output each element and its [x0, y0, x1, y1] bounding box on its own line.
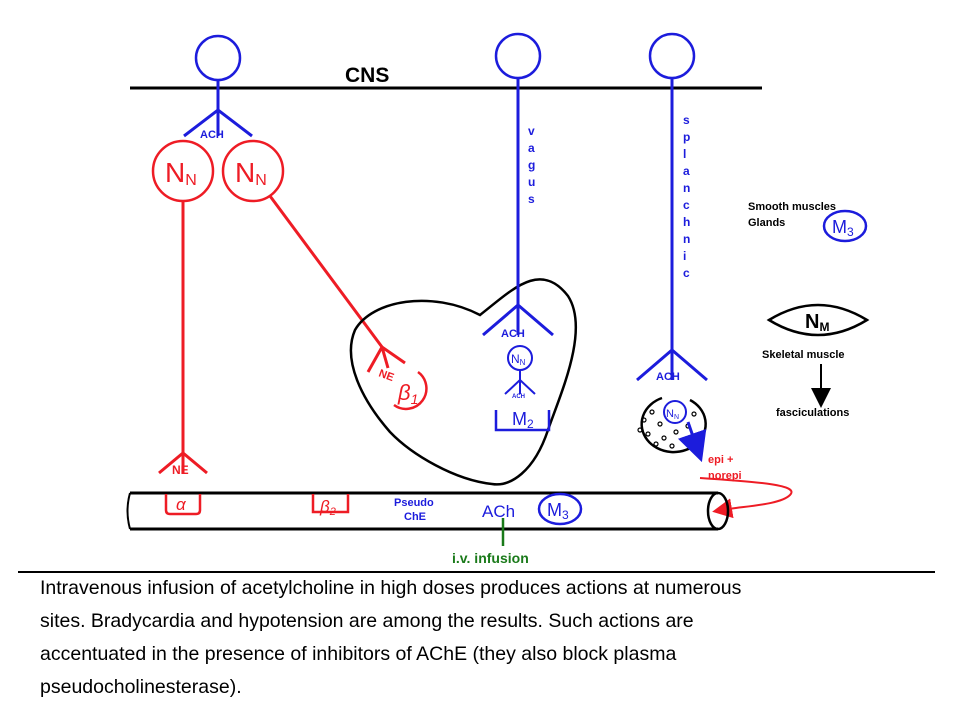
vagus-label: v a g u s [528, 124, 535, 206]
nn-receptor-label: NN [666, 408, 679, 421]
svg-text:n: n [683, 181, 690, 195]
ach-terminal [504, 378, 536, 395]
caption-line: sites. Bradycardia and hypotension are a… [40, 610, 694, 632]
ne-label: NE [377, 368, 395, 385]
m3-receptor [537, 492, 583, 526]
svg-text:i: i [683, 249, 686, 263]
nn-receptor-label: NN [511, 352, 526, 367]
ach-label: ACH [200, 129, 224, 141]
caption-line: Intravenous infusion of acetylcholine in… [40, 577, 742, 599]
smooth-muscles-label: Smooth muscles [748, 201, 836, 213]
m2-label: M2 [512, 409, 534, 431]
svg-text:g: g [528, 158, 535, 172]
ach-terminal [482, 303, 554, 337]
svg-text:c: c [683, 266, 690, 280]
ach-label: ACH [501, 328, 525, 340]
nn-receptor-label: NN [165, 157, 197, 189]
cns-label: CNS [345, 64, 389, 87]
granules [637, 409, 697, 449]
neuron-cell-body [648, 32, 696, 80]
caption: Intravenous infusion of acetylcholine in… [40, 572, 920, 704]
svg-text:h: h [683, 215, 690, 229]
splanchnic-pathway: s p l a n c h n i c ACH NN epi + norepi [636, 32, 793, 519]
blood-release-arrow [699, 477, 793, 519]
m2-receptor [494, 410, 551, 432]
ne-terminal [158, 451, 208, 475]
pseudo-label: Pseudo [394, 497, 434, 509]
splanchnic-label: s p l a n c h n i c [683, 113, 690, 280]
ne-label: NE [172, 463, 189, 477]
skeletal-muscle-label: Skeletal muscle [762, 349, 845, 361]
m3-receptor [822, 209, 868, 243]
beta2-receptor [311, 494, 350, 514]
epi-label: epi + [708, 454, 733, 466]
caption-line: accentuated in the presence of inhibitor… [40, 643, 677, 665]
svg-text:u: u [528, 175, 535, 189]
svg-text:s: s [528, 192, 535, 206]
beta1-receptor [393, 370, 428, 411]
svg-text:a: a [683, 164, 690, 178]
svg-text:a: a [528, 141, 535, 155]
alpha-label: α [176, 495, 187, 514]
svg-text:v: v [528, 124, 535, 138]
nm-receptor [766, 303, 870, 337]
blood-vessel [126, 491, 730, 531]
adrenal-medulla [640, 396, 707, 454]
secretion-arrow [677, 421, 707, 463]
svg-text:n: n [683, 232, 690, 246]
autonomic-diagram: CNS ACH NN NN NE NE β1 v a g u s [18, 32, 935, 573]
red-axon [268, 195, 384, 348]
sympathetic-pathway: ACH NN NN NE NE β1 [151, 34, 428, 477]
ach-label: ACH [656, 371, 680, 383]
ach-vessel-label: ACh [482, 502, 515, 521]
neuron-cell-body [194, 34, 242, 82]
svg-text:s: s [683, 113, 690, 127]
nn-receptor [663, 400, 687, 424]
m3-label: M3 [547, 500, 569, 522]
alpha-receptor [164, 494, 202, 516]
ach-terminal [183, 108, 253, 138]
svg-text:p: p [683, 130, 690, 144]
svg-text:c: c [683, 198, 690, 212]
heart-outline [349, 278, 578, 486]
vagus-pathway: v a g u s ACH NN ACH M2 [482, 32, 554, 432]
beta2-label: β2 [319, 497, 336, 518]
che-label: ChE [404, 511, 426, 523]
m3-label: M3 [832, 217, 854, 239]
caption-line: pseudocholinesterase). [40, 676, 242, 698]
nn-receptor-label: NN [235, 157, 267, 189]
ach-small-label: ACH [512, 394, 525, 400]
iv-infusion-label: i.v. infusion [452, 550, 529, 566]
nn-receptor [221, 139, 285, 203]
beta1-label: β1 [397, 380, 418, 407]
fasciculations-label: fasciculations [776, 407, 849, 419]
nm-label: NM [805, 311, 829, 334]
ach-terminal [636, 348, 708, 382]
glands-label: Glands [748, 217, 785, 229]
svg-text:l: l [683, 147, 686, 161]
neuron-cell-body [494, 32, 542, 80]
ne-terminal [366, 344, 406, 373]
